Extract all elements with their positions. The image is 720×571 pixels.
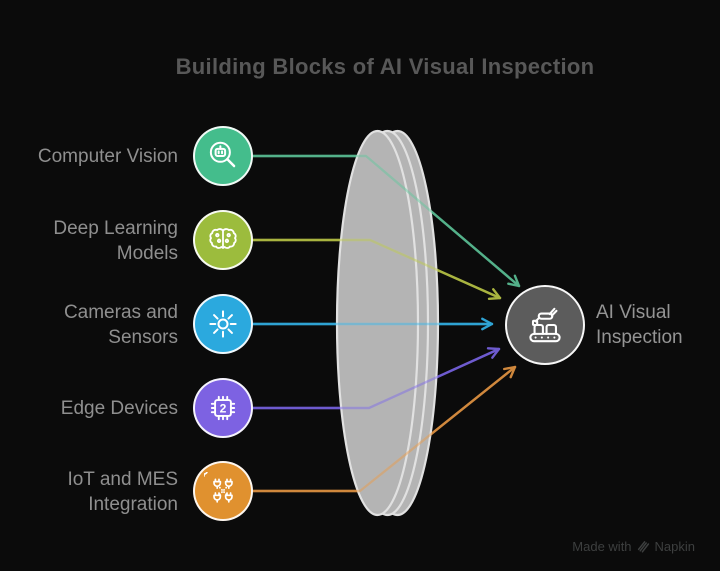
edge-devices-node: 2 (193, 378, 253, 438)
ai-visual-inspection-node (505, 285, 585, 365)
flow-line-computer-vision-tint (251, 154, 521, 288)
made-with-text: Made with (572, 539, 632, 554)
arrowhead-edge-devices (486, 347, 501, 359)
napkin-brand-text: Napkin (654, 539, 695, 554)
lens-front-ellipse (335, 129, 420, 517)
light-sensor-icon (209, 310, 237, 338)
arrowhead-cameras (481, 317, 494, 331)
factory-inspection-icon (529, 307, 561, 343)
arrowhead-computer-vision (507, 274, 521, 288)
flow-line-iot-tint (251, 365, 517, 493)
deep-learning-node (193, 210, 253, 270)
lens (335, 129, 440, 517)
made-with-napkin: Made with Napkin (572, 539, 695, 554)
brain-icon (209, 228, 237, 249)
robot-magnifier-icon (209, 141, 236, 168)
flow-line-deep-learning-tint (251, 238, 502, 300)
flow-line-edge-devices-tint (251, 347, 501, 410)
iot-mes-node (193, 461, 253, 521)
network-plugs-icon (204, 472, 233, 503)
label-edge-devices: Edge Devices (60, 398, 178, 419)
label-computer-vision: Computer Vision (37, 146, 178, 167)
chip-badge: 2 (220, 402, 227, 416)
arrowhead-iot (503, 365, 517, 379)
napkin-logo-icon (637, 541, 649, 553)
computer-vision-node (193, 126, 253, 186)
diagram-title: Building Blocks of AI Visual Inspection (175, 54, 595, 79)
arrowhead-deep-learning (487, 288, 502, 300)
chip-icon: 2 (210, 395, 236, 421)
cameras-sensors-node (193, 294, 253, 354)
